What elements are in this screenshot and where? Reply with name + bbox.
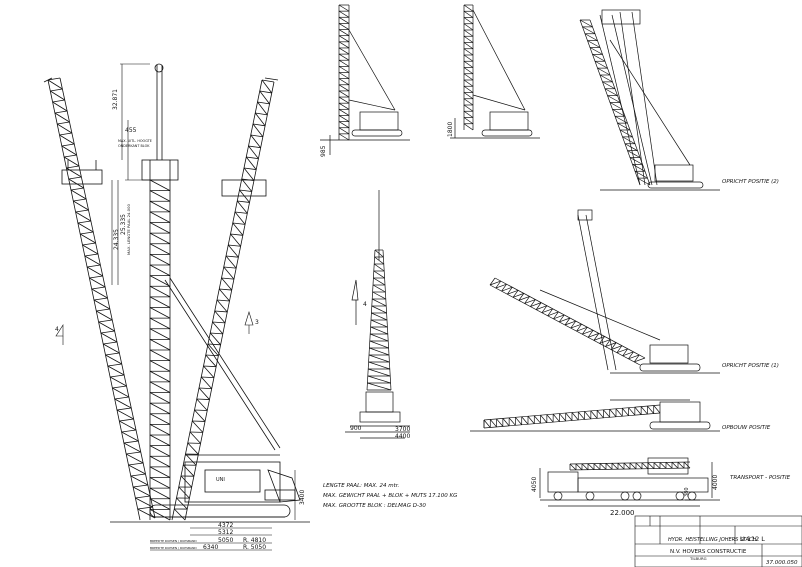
transport-labels: 4050 4000 22.000 380 TRANSPORT - POSITIE [531, 475, 791, 517]
dim-r2: R. 5050 [243, 544, 266, 551]
right-tilted-mast [171, 77, 279, 521]
title-block [634, 515, 802, 567]
transport-position-view [539, 457, 720, 507]
dim-top-left: 985 [320, 145, 327, 157]
title-block-title: HYDR. HEISTELLING JOHERS STACH [668, 537, 757, 543]
dim-w4-label: BREEDTE RUPSEN / RUPSBAND [150, 546, 197, 550]
label-transport-position: TRANSPORT - POSITIE [730, 475, 791, 481]
dim-h3: 24.335 [113, 229, 120, 250]
front-dim-w: 900 [350, 425, 362, 432]
dim-height-total: 32.871 [112, 89, 119, 110]
marker-left: 4 [55, 326, 59, 333]
label-erection-position-1: OPRICHT POSITIE (1) [722, 363, 779, 369]
label-erection-position-2: OPRICHT POSITIE (2) [722, 179, 779, 185]
max-lift-sub: ONDERKANT BLOK [118, 144, 150, 148]
title-block-number: 37.000.050 [766, 560, 798, 566]
dim-base-height: 3400 [299, 490, 306, 505]
dim-h2: 25.335 [120, 214, 127, 235]
dim-w3-label: BREEDTE RUPSEN / RUPSBAND [150, 539, 197, 543]
spec-notes: LENGTE PAAL: MAX. 24 mtr. MAX. GEWICHT P… [323, 483, 457, 509]
center-vertical-mast [141, 63, 179, 521]
title-block-text: HYDR. HEISTELLING JOHERS STACH U 112 L N… [668, 535, 798, 566]
front-elevation-view [345, 190, 410, 439]
max-lift-label: MAX. UITL. HOOGTE [118, 139, 152, 143]
svg-text:UNI: UNI [216, 477, 225, 483]
transport-h-left: 4050 [531, 477, 538, 492]
spec-note-2: MAX. GEWICHT PAAL + BLOK + MUTS 17.100 K… [323, 493, 457, 499]
front-dim-h1: 3700 [395, 426, 410, 433]
title-block-company: N.V. HOVERS CONSTRUCTIE [670, 549, 747, 555]
spec-note-3: MAX. GROOTTE BLOK : DELMAG D-30 [323, 503, 426, 509]
main-view-dimensions [111, 63, 296, 551]
main-view-labels: 32.871 455 MAX. UITL. HOOGTE ONDERKANT B… [55, 89, 306, 551]
front-dim-h2: 4400 [395, 433, 410, 440]
title-block-city: TILBURG [689, 556, 707, 561]
erection-position-2-view [579, 9, 720, 191]
dim-top-offset: 455 [125, 127, 137, 134]
pile-length-label: MAX. LENGTE PAAL 24.000 [126, 203, 131, 255]
dim-w2: 5312 [218, 529, 233, 536]
transport-small: 380 [684, 487, 690, 497]
assembly-position-view [470, 399, 720, 432]
erection-position-1-view [489, 209, 720, 374]
top-view-right [450, 4, 540, 139]
spec-note-1: LENGTE PAAL: MAX. 24 mtr. [323, 483, 400, 489]
transport-length: 22.000 [610, 509, 635, 517]
dim-top-right: 1800 [447, 122, 454, 137]
crawler-crane-base [149, 454, 301, 518]
marker-right: 3 [255, 319, 259, 326]
dim-r1: R. 4810 [243, 537, 266, 544]
main-elevation-view [43, 63, 310, 523]
front-view-labels: 4 900 3700 4400 [350, 301, 410, 440]
dim-w3: 5050 [218, 537, 233, 544]
top-view-left [320, 4, 410, 155]
front-marker: 4 [363, 301, 367, 308]
transport-h-right: 4000 [712, 475, 719, 490]
dim-w1: 4372 [218, 522, 233, 529]
title-block-model: U 112 L [740, 535, 765, 543]
left-tilted-mast [43, 77, 156, 521]
dim-w4: 6340 [203, 544, 218, 551]
label-assembly-position: OPBOUW POSITIE [722, 425, 771, 431]
